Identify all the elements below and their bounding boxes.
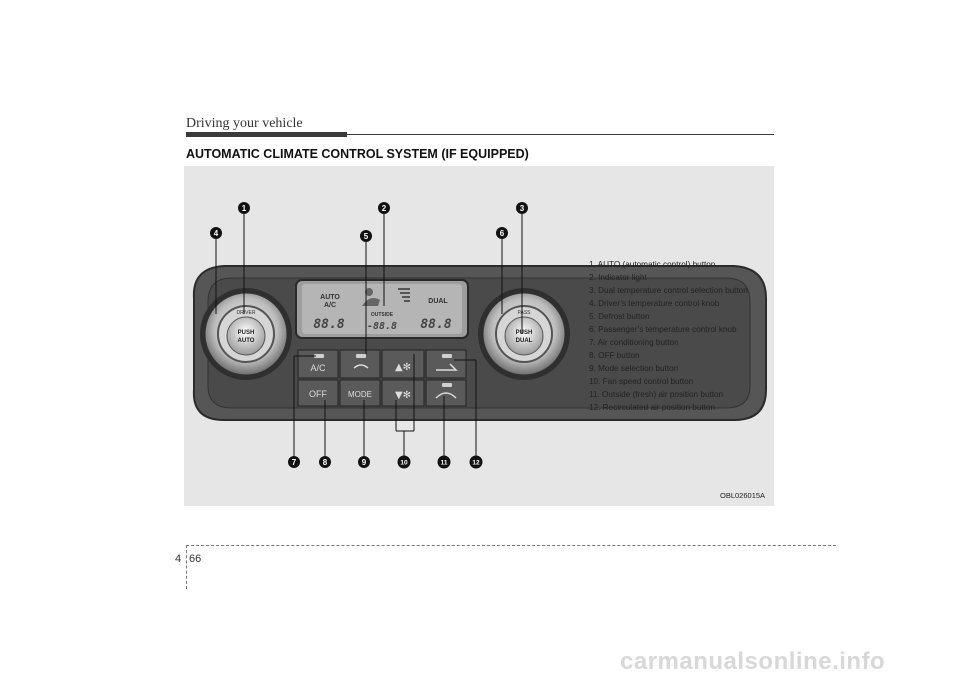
callout-12: 12 bbox=[469, 455, 483, 469]
header-rule bbox=[347, 134, 774, 135]
driver-knob-label: DRIVER bbox=[237, 310, 256, 316]
legend-item: 10. Fan speed control button bbox=[589, 377, 694, 386]
lcd-display: AUTO A/C DUAL OUTSIDE 88.8 -88.8 88.8 bbox=[295, 279, 469, 339]
section-title: AUTOMATIC CLIMATE CONTROL SYSTEM (IF EQU… bbox=[186, 147, 529, 161]
header-bar bbox=[186, 132, 347, 137]
ac-button[interactable]: A/C bbox=[297, 349, 339, 379]
legend-item: 2. Indicator light bbox=[589, 273, 647, 282]
legend-item: 1. AUTO (automatic control) button bbox=[589, 260, 716, 269]
callout-2: 2 bbox=[378, 202, 390, 214]
fan-down-icon: ▼✻ bbox=[395, 390, 411, 401]
legend-item: 8. OFF button bbox=[589, 351, 640, 360]
leader-lines bbox=[215, 214, 523, 456]
chapter-number: 4 bbox=[175, 553, 182, 565]
callout-7: 7 bbox=[288, 456, 300, 468]
page-header-title: Driving your vehicle bbox=[186, 116, 303, 131]
mode-button-label: MODE bbox=[348, 390, 372, 399]
passenger-knob-push-label: PUSH bbox=[516, 330, 533, 336]
ac-button-label: A/C bbox=[310, 363, 326, 373]
watermark-text: carmanualsonline.info bbox=[620, 648, 886, 675]
legend-list: 1. AUTO (automatic control) button 2. In… bbox=[589, 258, 748, 414]
recirculation-icon bbox=[435, 392, 457, 399]
defrost-button[interactable] bbox=[339, 349, 381, 379]
lcd-center-temp: -88.8 bbox=[367, 321, 397, 332]
svg-text:5: 5 bbox=[364, 232, 369, 241]
fan-speed-up-button[interactable]: ▲✻ bbox=[381, 349, 425, 379]
svg-text:8: 8 bbox=[323, 458, 328, 467]
driver-knob-push-label: PUSH bbox=[238, 330, 255, 336]
svg-text:6: 6 bbox=[500, 229, 505, 238]
recirculation-button[interactable] bbox=[425, 379, 467, 407]
lcd-left-temp: 88.8 bbox=[313, 317, 344, 332]
footer-divider bbox=[186, 545, 187, 589]
legend-item: 7. Air conditioning button bbox=[589, 338, 679, 347]
off-button[interactable]: OFF bbox=[297, 379, 339, 407]
callout-11: 11 bbox=[437, 455, 451, 469]
callout-1: 1 bbox=[238, 202, 250, 214]
svg-text:1: 1 bbox=[242, 204, 247, 213]
climate-control-figure: DRIVER PUSH AUTO PASS PUSH DUAL AUTO A/C… bbox=[184, 166, 774, 506]
legend-item: 12. Recirculated air position button bbox=[589, 403, 716, 412]
climate-panel-illustration: DRIVER PUSH AUTO PASS PUSH DUAL AUTO A/C… bbox=[192, 202, 767, 469]
callout-5: 5 bbox=[360, 230, 372, 242]
driver-temperature-knob[interactable]: DRIVER PUSH AUTO bbox=[200, 288, 292, 380]
legend-item: 3. Dual temperature control selection bu… bbox=[589, 286, 748, 295]
svg-text:7: 7 bbox=[292, 458, 297, 467]
svg-text:4: 4 bbox=[214, 229, 219, 238]
svg-text:2: 2 bbox=[382, 204, 387, 213]
figure-code: OBL026015A bbox=[720, 491, 766, 500]
lcd-outside-text: OUTSIDE bbox=[371, 312, 394, 318]
callout-4: 4 bbox=[210, 227, 222, 239]
footer-rule bbox=[186, 545, 836, 546]
svg-text:10: 10 bbox=[400, 460, 408, 467]
defrost-icon bbox=[353, 364, 369, 369]
off-button-label: OFF bbox=[309, 389, 327, 399]
callout-3: 3 bbox=[516, 202, 528, 214]
legend-item: 11. Outside (fresh) air position button bbox=[589, 390, 724, 399]
page-number: 66 bbox=[189, 553, 202, 565]
callout-markers: 1 2 3 4 5 6 7 8 9 10 11 12 bbox=[210, 202, 528, 469]
callout-6: 6 bbox=[496, 227, 508, 239]
fresh-air-button[interactable] bbox=[425, 349, 467, 379]
svg-text:9: 9 bbox=[362, 458, 367, 467]
lcd-right-temp: 88.8 bbox=[420, 317, 451, 332]
passenger-knob-dual-label: DUAL bbox=[516, 338, 533, 344]
lcd-dual-text: DUAL bbox=[428, 298, 448, 305]
callout-8: 8 bbox=[319, 456, 331, 468]
lcd-fan-level-icon bbox=[398, 288, 410, 302]
fan-speed-down-button[interactable]: ▼✻ bbox=[381, 379, 425, 407]
driver-knob-auto-label: AUTO bbox=[238, 338, 255, 344]
mode-button[interactable]: MODE bbox=[339, 379, 381, 407]
callout-9: 9 bbox=[358, 456, 370, 468]
svg-text:3: 3 bbox=[520, 204, 525, 213]
lcd-ac-text: A/C bbox=[324, 302, 336, 309]
legend-item: 4. Driver’s temperature control knob bbox=[589, 299, 720, 308]
legend-item: 5. Defrost button bbox=[589, 312, 650, 321]
lcd-auto-text: AUTO bbox=[320, 294, 340, 301]
passenger-knob-label: PASS bbox=[518, 310, 532, 316]
callout-10: 10 bbox=[397, 455, 411, 469]
legend-item: 6. Passenger’s temperature control knob bbox=[589, 325, 737, 334]
svg-text:11: 11 bbox=[441, 460, 448, 467]
fresh-air-icon bbox=[436, 363, 458, 371]
legend-item: 9. Mode selection button bbox=[589, 364, 679, 373]
fan-up-icon: ▲✻ bbox=[395, 362, 411, 373]
passenger-temperature-knob[interactable]: PASS PUSH DUAL bbox=[478, 288, 570, 380]
svg-text:12: 12 bbox=[472, 460, 480, 467]
